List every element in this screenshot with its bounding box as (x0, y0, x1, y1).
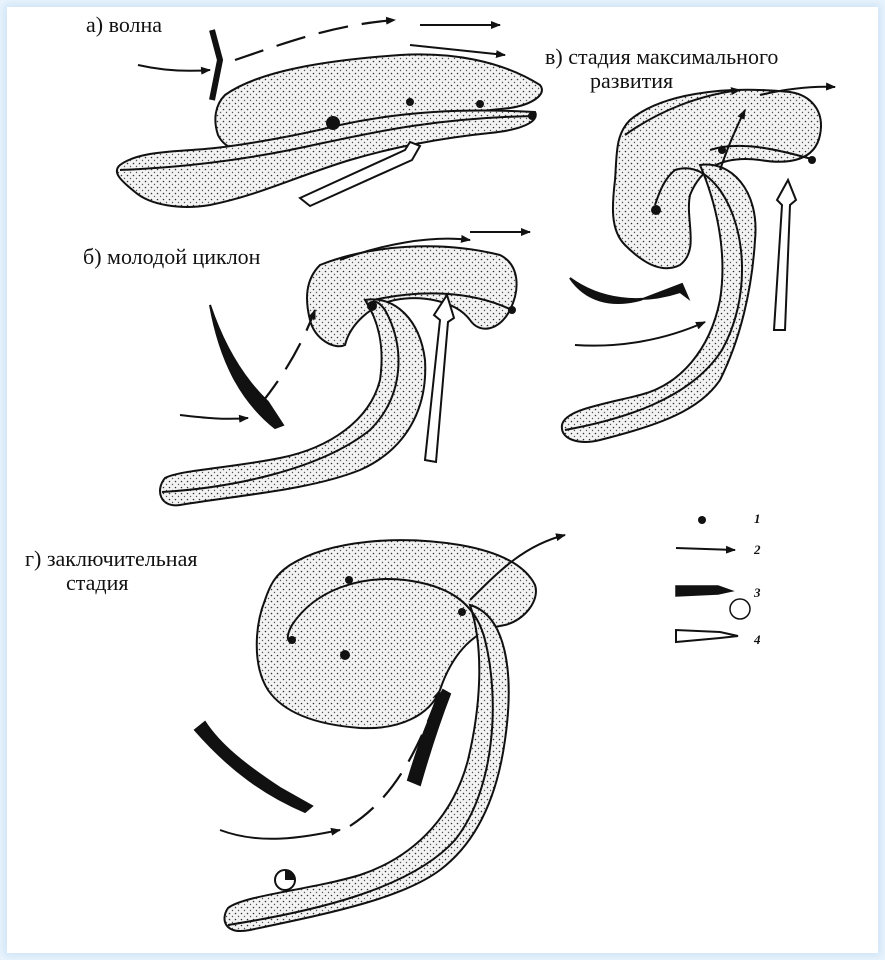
bold-arrow-icon (676, 586, 732, 596)
panel-v-front-dot (718, 146, 726, 154)
cyclone-stages-diagram (7, 7, 878, 953)
panel-a-low-center (326, 116, 340, 130)
panel-v-low-center (651, 205, 661, 215)
panel-g-front-dot (345, 576, 353, 584)
panel-v-hollow-arrow (774, 180, 796, 330)
panel-v-label-line2: развития (590, 69, 673, 93)
panel-g-front-dot (458, 608, 466, 616)
panel-g-final (195, 535, 565, 931)
panel-v-label-line1: в) стадия максимального (545, 45, 778, 69)
panel-b-wind-arrow (180, 415, 248, 419)
panel-a-bold-arrow (212, 30, 220, 100)
panel-a-front-dot (406, 98, 414, 106)
open-circle-icon (730, 599, 750, 619)
panel-g-wind-arrow (220, 830, 340, 839)
legend (676, 516, 750, 642)
panel-b-front-dot (508, 306, 516, 314)
panel-g-bold-arrow (195, 722, 312, 812)
panel-b-young (160, 232, 530, 505)
legend-number-3: 3 (754, 585, 761, 601)
thin-arrow-icon (676, 548, 735, 550)
diagram-canvas: а) волна в) стадия максимального развити… (7, 7, 878, 953)
panel-a-wave (117, 20, 542, 207)
panel-b-bold-arrow (210, 305, 283, 428)
hollow-arrow-icon (676, 630, 738, 642)
panel-a-wind-arrow (138, 65, 210, 71)
panel-v-wind-arrow (575, 322, 705, 346)
panel-g-station-symbol (275, 870, 295, 890)
panel-g-label-line2: стадия (66, 571, 129, 595)
panel-v-front-dot (808, 156, 816, 164)
panel-g-front-dot (288, 636, 296, 644)
panel-g-low-center (340, 650, 350, 660)
legend-number-2: 2 (754, 542, 761, 558)
panel-b-hollow-arrow (425, 295, 454, 462)
panel-a-front-dot (528, 112, 536, 120)
legend-number-4: 4 (754, 632, 761, 648)
dot-icon (698, 516, 706, 524)
panel-a-front-dot (476, 100, 484, 108)
panel-b-low-center (367, 301, 377, 311)
legend-number-1: 1 (754, 511, 761, 527)
panel-v-maximum (562, 87, 835, 442)
panel-a-wind-arrow (235, 20, 395, 60)
panel-b-cloud-lower (160, 299, 425, 505)
panel-b-label: б) молодой циклон (83, 245, 260, 269)
panel-v-bold-arrow (570, 278, 688, 303)
panel-a-label: а) волна (86, 13, 162, 37)
panel-b-wind-arrow (260, 310, 315, 405)
panel-g-label-line1: г) заключительная (25, 547, 197, 571)
